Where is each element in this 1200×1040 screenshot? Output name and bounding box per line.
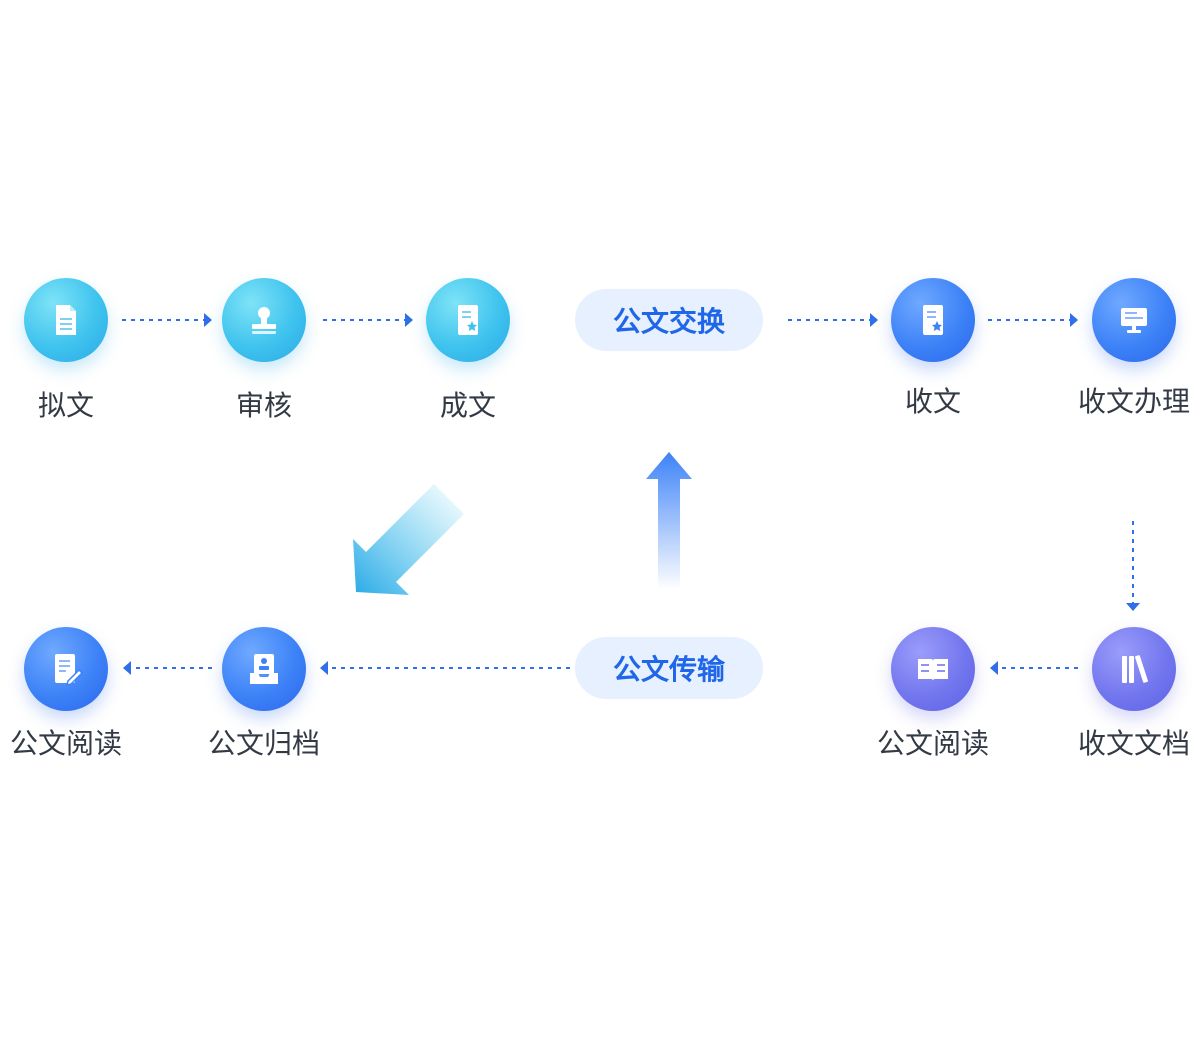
arrowhead — [320, 661, 328, 675]
node-label-receive: 收文 — [904, 385, 961, 418]
certified-document-icon — [458, 305, 478, 335]
exchange-hub[interactable]: 公文交换 — [575, 289, 763, 351]
finalize-node[interactable] — [426, 278, 510, 362]
node-label-receive-process: 收文办理 — [1077, 385, 1190, 418]
read-left-node[interactable] — [24, 627, 108, 711]
node-label-read-left: 公文阅读 — [9, 727, 122, 760]
arrowhead — [405, 313, 413, 327]
draft-node[interactable] — [24, 278, 108, 362]
node-label-finalize: 成文 — [439, 389, 496, 422]
document-icon — [56, 305, 76, 335]
exchange-to-archive-arrow — [353, 484, 464, 595]
certified-document-icon — [923, 305, 943, 335]
receive-node[interactable] — [891, 278, 975, 362]
node-label-read-right: 公文阅读 — [876, 727, 989, 760]
transmission-hub[interactable]: 公文传输 — [575, 637, 763, 699]
arrowhead — [123, 661, 131, 675]
node-label-receive-archive: 收文文档 — [1077, 727, 1190, 760]
review-node[interactable] — [222, 278, 306, 362]
arrowhead — [870, 313, 878, 327]
arrowhead — [990, 661, 998, 675]
archive-node[interactable] — [222, 627, 306, 711]
edit-document-icon — [55, 654, 84, 687]
node-label-draft: 拟文 — [37, 389, 94, 422]
receive-archive-node[interactable] — [1092, 627, 1176, 711]
inbox-archive-icon — [250, 654, 278, 684]
arrowhead — [1070, 313, 1078, 327]
node-label-archive: 公文归档 — [207, 727, 320, 760]
monitor-icon — [1121, 308, 1147, 333]
receive-process-node[interactable] — [1092, 278, 1176, 362]
read-right-node[interactable] — [891, 627, 975, 711]
node-label-review: 审核 — [235, 389, 292, 422]
books-icon — [1122, 655, 1148, 683]
stamp-icon — [252, 307, 276, 334]
arrowhead — [1126, 603, 1140, 611]
open-book-icon — [918, 659, 948, 681]
transmission-to-exchange-arrow — [646, 452, 692, 590]
arrowhead — [204, 313, 212, 327]
